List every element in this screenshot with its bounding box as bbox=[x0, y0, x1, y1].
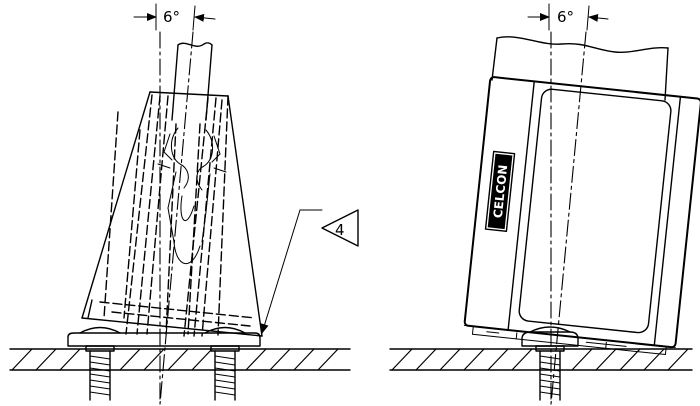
brand-text: CELCON bbox=[491, 164, 511, 219]
right-top-section bbox=[491, 36, 669, 101]
right-screw bbox=[521, 326, 579, 401]
right-tilted-centerline bbox=[550, 31, 587, 405]
left-shaft bbox=[171, 42, 213, 121]
right-view: 6° CELCON bbox=[389, 3, 700, 405]
callout-4: 4 bbox=[260, 209, 359, 334]
left-mounting-surface bbox=[9, 348, 351, 371]
right-angle-dimension: 6° bbox=[527, 3, 609, 31]
right-mounting-surface bbox=[389, 348, 693, 371]
left-tilted-centerline bbox=[159, 31, 194, 405]
left-housing bbox=[81, 91, 263, 337]
left-clip-mechanism bbox=[157, 127, 227, 265]
left-screw-1 bbox=[79, 326, 121, 401]
left-screw-2 bbox=[204, 326, 246, 401]
left-view: 6° bbox=[9, 3, 359, 405]
left-base-plate bbox=[67, 332, 261, 347]
left-angle-dimension: 6° bbox=[133, 3, 216, 31]
right-angle-label: 6° bbox=[557, 8, 574, 26]
left-angle-label: 6° bbox=[163, 8, 180, 26]
right-housing: CELCON bbox=[463, 76, 700, 356]
callout-number: 4 bbox=[335, 221, 345, 239]
celcon-label: CELCON bbox=[484, 150, 516, 232]
left-hidden-lines bbox=[99, 94, 256, 337]
